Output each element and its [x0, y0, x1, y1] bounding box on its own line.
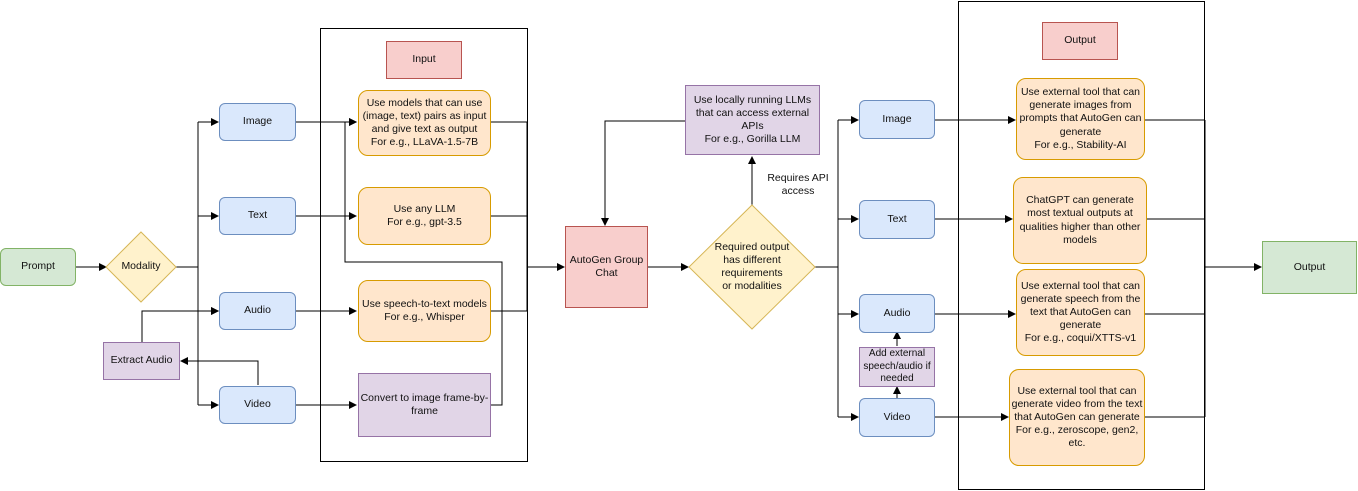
- image-output-node: Image: [859, 100, 935, 139]
- output-frame: [958, 1, 1205, 490]
- chatgpt-node: ChatGPT can generate most textual output…: [1013, 177, 1147, 264]
- zeroscope-node: Use external tool that can generate vide…: [1009, 369, 1145, 466]
- video-input-node: Video: [219, 386, 296, 424]
- modality-label: Modality: [121, 260, 161, 273]
- frames-node: Convert to image frame-by-frame: [358, 373, 491, 437]
- audio-input-node: Audio: [219, 292, 296, 330]
- coqui-node: Use external tool that can generate spee…: [1016, 269, 1145, 356]
- text-input-node: Text: [219, 197, 296, 235]
- required-output-diamond: [688, 204, 816, 330]
- video-output-node: Video: [859, 398, 935, 437]
- autogen-group-chat-node: AutoGen Group Chat: [565, 226, 648, 308]
- modality-diamond: [105, 231, 177, 303]
- image-input-node: Image: [219, 103, 296, 141]
- edge-video-extract: [180, 357, 259, 385]
- final-output-node: Output: [1262, 241, 1357, 294]
- input-header: Input: [386, 41, 462, 79]
- local-llm-node: Use locally running LLMs that can access…: [685, 85, 820, 155]
- required-output-label: Required output has different requiremen…: [714, 240, 790, 293]
- audio-output-node: Audio: [859, 294, 935, 333]
- extract-audio-node: Extract Audio: [103, 342, 180, 380]
- stability-node: Use external tool that can generate imag…: [1016, 78, 1145, 160]
- edge-localllm-autogen: [601, 120, 685, 226]
- output-header: Output: [1042, 22, 1118, 60]
- any-llm-node: Use any LLM For e.g., gpt-3.5: [358, 187, 491, 245]
- prompt-node: Prompt: [0, 248, 76, 286]
- llava-node: Use models that can use (image, text) pa…: [358, 90, 491, 156]
- whisper-node: Use speech-to-text models For e.g., Whis…: [358, 280, 491, 342]
- edge-extract-audio: [141, 307, 219, 342]
- edge-frames-llava: [344, 118, 503, 406]
- text-output-node: Text: [859, 200, 935, 239]
- requires-api-label: Requires API access: [767, 172, 829, 198]
- add-speech-node: Add external speech/audio if needed: [859, 347, 935, 387]
- input-frame: [320, 28, 528, 462]
